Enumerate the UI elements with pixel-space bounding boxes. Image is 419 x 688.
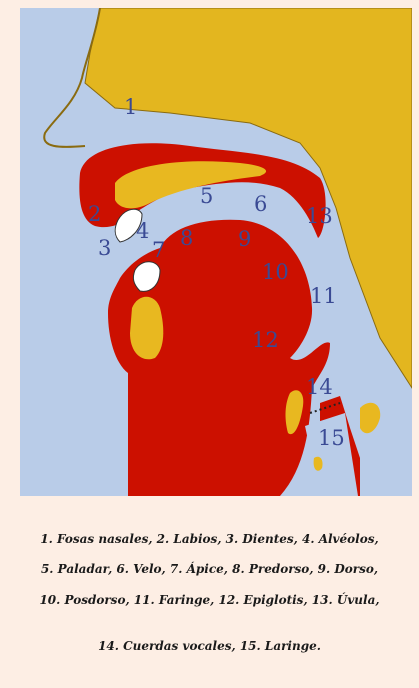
label-15: 15	[318, 426, 345, 450]
label-1: 1	[124, 95, 137, 119]
label-14: 14	[306, 375, 333, 399]
label-5: 5	[200, 184, 213, 208]
legend-line-4: 14. Cuerdas vocales, 15. Laringe.	[0, 639, 419, 653]
label-9: 9	[238, 227, 251, 251]
jaw-bone	[130, 297, 163, 360]
label-10: 10	[262, 260, 289, 284]
legend-line-2: 5. Paladar, 6. Velo, 7. Ápice, 8. Predor…	[0, 562, 419, 576]
cricoid-small	[314, 457, 323, 471]
label-6: 6	[254, 192, 267, 216]
label-2: 2	[88, 202, 101, 226]
label-8: 8	[180, 226, 193, 250]
label-12: 12	[252, 328, 279, 352]
label-4: 4	[136, 219, 149, 243]
label-3: 3	[98, 236, 111, 260]
vocal-tract-diagram: 1 2 3 4 5 6 7 8 9 10 11 12 13 14 15	[20, 8, 412, 496]
label-7: 7	[152, 238, 165, 262]
legend-line-3: 10. Posdorso, 11. Faringe, 12. Epiglotis…	[0, 593, 419, 607]
label-11: 11	[310, 284, 337, 308]
legend-line-1: 1. Fosas nasales, 2. Labios, 3. Dientes,…	[0, 532, 419, 546]
label-13: 13	[306, 204, 333, 228]
